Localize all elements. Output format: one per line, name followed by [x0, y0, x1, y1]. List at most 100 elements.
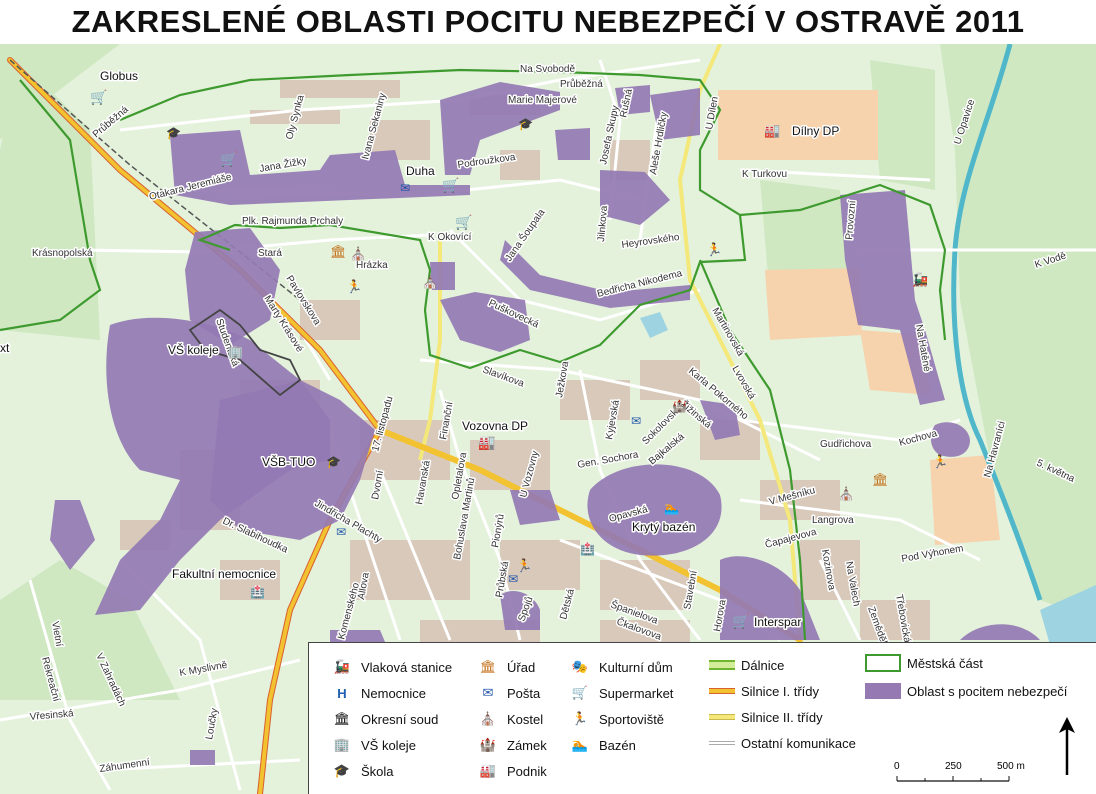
legend-item-sports: 🏃 Sportoviště [567, 709, 664, 729]
dormitory-icon: 🏢 [228, 345, 243, 359]
legend-label: Kostel [507, 711, 544, 727]
street-label: Langrova [812, 515, 854, 526]
other-road-line [709, 741, 735, 745]
street-label: Gudřichova [820, 439, 872, 450]
supermarket-icon: 🛒 [732, 613, 749, 630]
legend-item-other-road: Ostatní komunikace [709, 733, 856, 753]
supermarket-icon: 🛒 [442, 177, 459, 194]
legend-item-factory: 🏭Podnik [475, 761, 547, 781]
danger-area-nikodema [500, 240, 690, 308]
legend-item-court: 🏛Okresní soud [329, 709, 439, 729]
hospital-icon: 🏥 [250, 585, 265, 599]
post-icon: ✉ [482, 685, 494, 700]
sports-icon: 🏃 [516, 558, 532, 574]
post-icon: ✉ [336, 525, 346, 539]
street-label: K Okovící [428, 232, 472, 243]
label-dilny-dp: Dílny DP [792, 124, 839, 138]
danger-area-majerove [440, 82, 560, 175]
river-opava [951, 43, 1043, 601]
supermarket-icon: 🛒 [455, 214, 472, 231]
legend-label: VŠ koleje [361, 737, 416, 753]
danger-area-bazen [587, 464, 722, 556]
street-label: Průběžná [560, 78, 603, 90]
danger-area-vsb [210, 380, 375, 540]
sports-icon: 🏃 [706, 242, 722, 258]
street-label: K Turkovu [742, 169, 787, 180]
road-class2-line [709, 714, 735, 720]
street-label: Plk. Rajmunda Prchaly [242, 216, 343, 227]
legend-item-pool: 🏊 Bazén [567, 735, 636, 755]
church-icon: ⛪ [838, 485, 854, 502]
supermarket-icon: 🛒 [90, 89, 107, 106]
pool-icon: 🏊 [571, 737, 589, 752]
poi-icons: 🛒 🎓 🛒 🎓 ✉ 🛒 🛒 🏭 🏛 ⛪ ⛪ 🏃 🏃 🚂 🏢 🎓 🏭 ✉ 🏰 🏊 … [90, 89, 948, 630]
scale-bar-graphic: 0 250 500 m [894, 761, 1025, 782]
legend-item-road-class2: Silnice II. třídy [709, 707, 823, 727]
legend-label: Zámek [507, 737, 547, 753]
legend-item-supermarket: 🛒Supermarket [567, 683, 674, 703]
legend-label: Nemocnice [361, 685, 427, 701]
danger-area-interspar [720, 556, 820, 640]
post-icon: ✉ [631, 414, 641, 428]
danger-area-puskovecka [440, 292, 530, 352]
danger-area-vozovny [510, 490, 560, 525]
legend-label: Supermarket [599, 685, 674, 701]
danger-area-kochova [930, 422, 970, 457]
church-icon: ⛪ [422, 273, 438, 290]
water-bodies [640, 312, 1096, 645]
legend-item-castle: 🏰Zámek [475, 735, 547, 755]
office-icon: 🏛 [330, 244, 347, 260]
sports-icon: 🏃 [571, 711, 589, 726]
factory-icon: 🏭 [478, 435, 495, 451]
castle-icon: 🏰 [672, 399, 687, 413]
legend-label: Dálnice [741, 657, 785, 673]
legend-label: Vlaková stanice [361, 659, 453, 675]
church-icon: ⛪ [479, 711, 497, 726]
legend-label: Silnice I. třídy [741, 683, 820, 699]
legend-item-train: 🚂 Vlaková stanice [329, 657, 452, 677]
legend-item-post: ✉Pošta [475, 683, 541, 703]
label-interspar: Interspar [754, 615, 801, 629]
legend-item-church: ⛪ Kostel [475, 709, 543, 729]
legend-item-dormitory: 🏢VŠ koleje [329, 735, 416, 755]
sports-icon: 🏃 [932, 454, 948, 470]
danger-area-rusna [615, 85, 650, 115]
danger-area-komenskeho [330, 630, 385, 642]
legend-item-highway: Dálnice [709, 655, 784, 675]
street-label: Hrázka [356, 260, 388, 271]
legend-label: Sportoviště [599, 711, 665, 727]
danger-area-stara [185, 228, 280, 345]
church-icon: ⛪ [350, 245, 366, 262]
school-icon: 🎓 [166, 126, 181, 140]
danger-areas [50, 82, 1040, 765]
road-class1-line [709, 688, 735, 694]
map-title: ZAKRESLENÉ OBLASTI POCITU NEBEZPEČÍ V OS… [0, 0, 1096, 44]
green-areas [0, 44, 1096, 700]
school-icon: 🎓 [326, 455, 341, 469]
danger-area-provozni [840, 190, 945, 405]
scale-tick-0: 0 [894, 761, 900, 772]
legend-label: Škola [361, 763, 394, 779]
label-globus: Globus [100, 69, 138, 83]
school-icon: 🎓 [518, 117, 533, 131]
office-icon: 🏛 [872, 472, 889, 488]
street-label: Krásnopolská [32, 248, 93, 259]
school-icon: 🎓 [333, 763, 351, 778]
danger-area-se [960, 624, 1040, 640]
culture-house-icon: 🎭 [571, 659, 589, 674]
street-label: Stará [258, 248, 282, 259]
danger-area-bottom [190, 750, 215, 765]
legend-item-road-class1: Silnice I. třídy [709, 681, 819, 701]
train-icon: 🚂 [333, 659, 351, 674]
danger-area-jeremiase [170, 130, 470, 205]
highway-line [709, 660, 735, 670]
legend-item-school: 🎓 Škola [329, 761, 394, 781]
label-vs-koleje: VŠ koleje [168, 342, 219, 357]
legend-label: Úřad [507, 659, 536, 675]
legend-label: Kulturní dům [599, 659, 673, 675]
factory-icon: 🏭 [479, 763, 497, 778]
legend-label: Bazén [599, 737, 636, 753]
campus-boundary [188, 308, 302, 397]
